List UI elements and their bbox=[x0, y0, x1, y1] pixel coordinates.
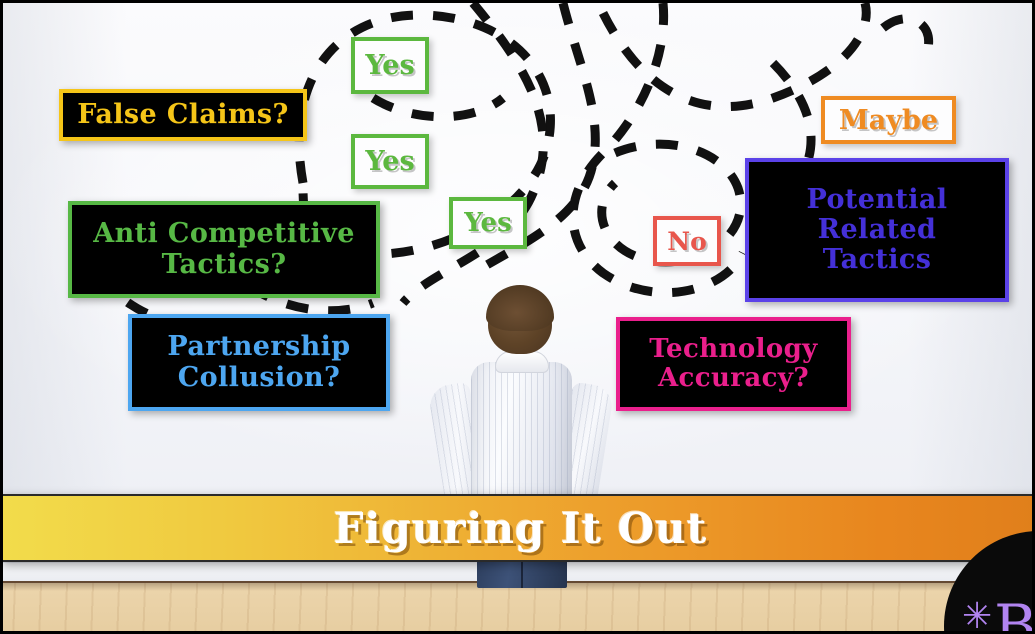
answer-chip-yes-1: Yes bbox=[351, 37, 429, 94]
man-hair bbox=[486, 285, 554, 331]
label-box-false-claims: False Claims? bbox=[59, 89, 307, 141]
logo-mark: ✳ B bbox=[962, 592, 1035, 634]
answer-chip-no-1: No bbox=[653, 216, 721, 266]
banner-title: Figuring It Out bbox=[333, 503, 708, 553]
label-line: Partnership bbox=[167, 331, 351, 363]
man-shirt bbox=[471, 362, 572, 520]
label-line: Tactics bbox=[822, 244, 932, 276]
label-box-anti-competitive-tactics: Anti Competitive Tactics? bbox=[68, 201, 380, 298]
label-box-technology-accuracy: Technology Accuracy? bbox=[616, 317, 851, 411]
answer-chip-label: Yes bbox=[365, 50, 415, 81]
label-line: Tactics? bbox=[161, 248, 287, 280]
answer-chip-label: No bbox=[667, 226, 707, 256]
asterisk-icon: ✳ bbox=[962, 596, 993, 634]
answer-chip-yes-2: Yes bbox=[351, 134, 429, 189]
label-line: Technology bbox=[649, 333, 818, 364]
wood-floor bbox=[3, 581, 1032, 631]
answer-chip-label: Yes bbox=[365, 146, 415, 177]
man-collar bbox=[495, 351, 549, 373]
answer-chip-yes-3: Yes bbox=[449, 197, 527, 249]
label-line: False Claims? bbox=[77, 98, 289, 130]
logo-letter-b: B bbox=[994, 592, 1035, 634]
bottom-banner: Figuring It Out bbox=[3, 494, 1032, 562]
answer-chip-label: Yes bbox=[464, 208, 512, 238]
label-line: Accuracy? bbox=[657, 363, 810, 393]
label-line: Anti Competitive bbox=[93, 218, 355, 250]
label-box-partnership-collusion: Partnership Collusion? bbox=[128, 314, 390, 411]
label-line: Potential bbox=[806, 183, 948, 215]
label-box-potential-related-tactics: Potential Related Tactics bbox=[745, 158, 1009, 302]
label-line: Collusion? bbox=[177, 361, 341, 393]
answer-chip-maybe-1: Maybe bbox=[821, 96, 956, 144]
label-line: Related bbox=[817, 213, 937, 245]
floor-grain bbox=[3, 583, 1032, 631]
answer-chip-label: Maybe bbox=[838, 104, 939, 136]
